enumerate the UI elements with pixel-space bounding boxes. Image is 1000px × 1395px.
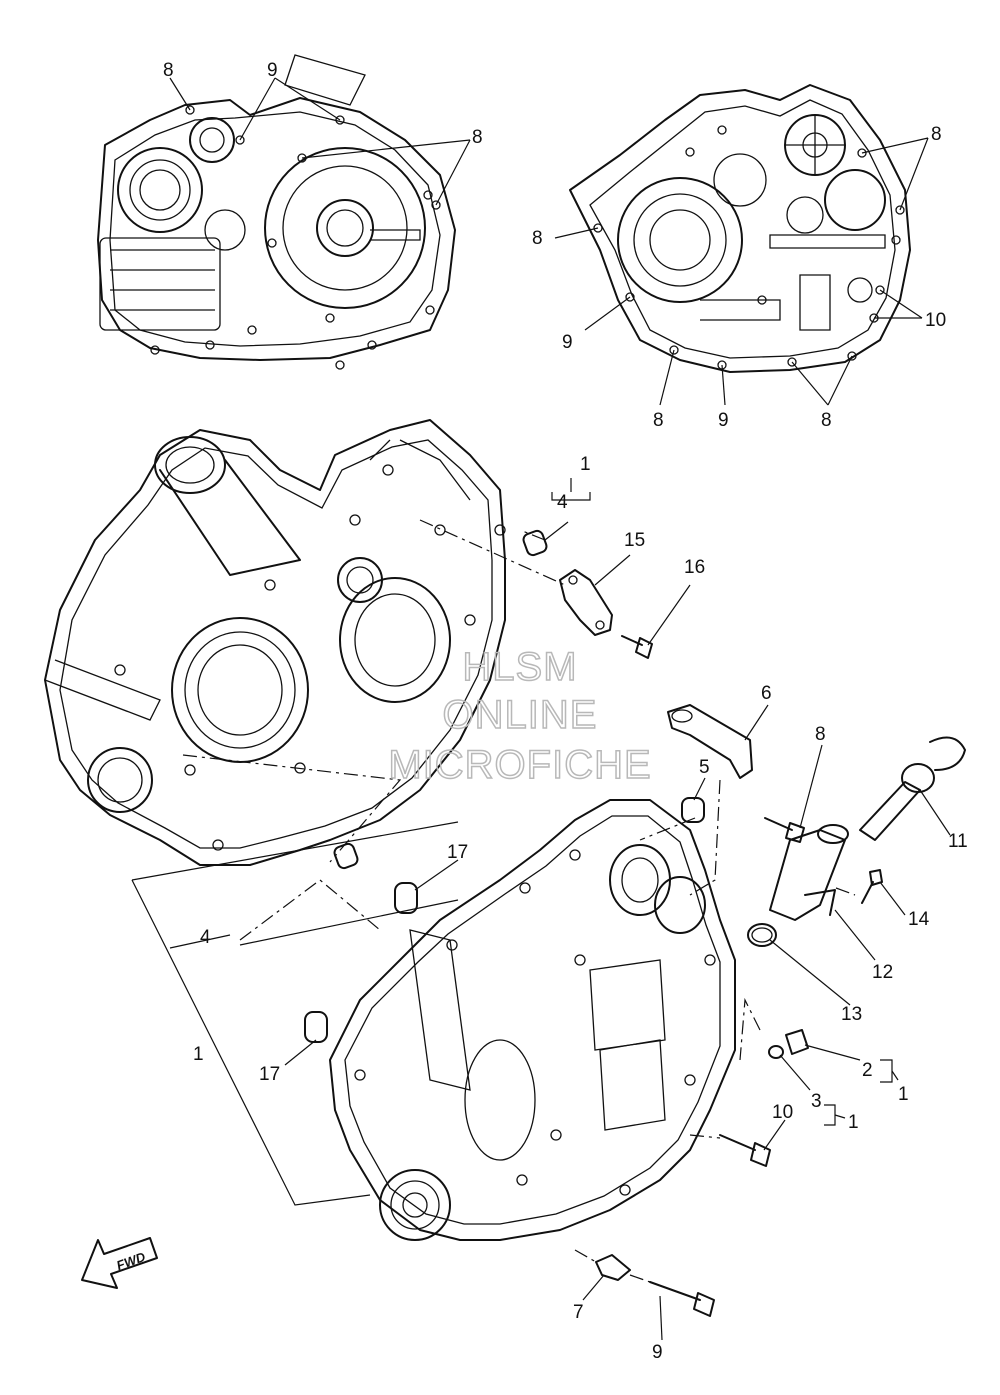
callout-14: 14 bbox=[908, 909, 930, 930]
callout-10: 10 bbox=[772, 1102, 793, 1123]
callout-2: 2 bbox=[862, 1060, 873, 1081]
callout-8: 8 bbox=[653, 410, 664, 431]
callout-17: 17 bbox=[259, 1064, 280, 1085]
callout-8: 8 bbox=[821, 410, 832, 431]
callout-9: 9 bbox=[652, 1342, 663, 1363]
collar bbox=[681, 797, 705, 823]
plate-15 bbox=[559, 569, 613, 636]
screw-14 bbox=[861, 869, 883, 904]
dowel-pin-lower bbox=[333, 842, 359, 870]
fwd-label: FWD bbox=[114, 1249, 148, 1273]
callout-8: 8 bbox=[931, 124, 942, 145]
drain-plug-2 bbox=[785, 1029, 809, 1055]
dipstick-11 bbox=[859, 736, 966, 841]
callout-8: 8 bbox=[472, 127, 483, 148]
bracket-6 bbox=[667, 704, 753, 779]
bolt-10 bbox=[719, 1134, 771, 1167]
callout-17: 17 bbox=[447, 842, 468, 863]
watermark-line-3: MICROFICHE bbox=[388, 743, 651, 787]
group-bracket-1-4-top bbox=[551, 478, 591, 501]
callout-11: 11 bbox=[948, 831, 968, 852]
callout-8: 8 bbox=[532, 228, 543, 249]
callout-4: 4 bbox=[557, 492, 568, 513]
clamp-7 bbox=[595, 1254, 631, 1281]
callout-9: 9 bbox=[718, 410, 729, 431]
callout-1: 1 bbox=[898, 1084, 909, 1105]
group-bracket-1-4-bottom bbox=[131, 821, 459, 1206]
callout-5: 5 bbox=[699, 757, 710, 778]
callout-3: 3 bbox=[811, 1091, 822, 1112]
callout-10: 10 bbox=[925, 310, 946, 331]
callout-9: 9 bbox=[267, 60, 278, 81]
callout-4: 4 bbox=[200, 927, 211, 948]
callout-7: 7 bbox=[573, 1302, 584, 1323]
callout-13: 13 bbox=[841, 1004, 862, 1025]
filler-pipe-12 bbox=[769, 824, 849, 921]
callout-6: 6 bbox=[761, 683, 772, 704]
leader-lines bbox=[169, 77, 951, 1341]
callout-labels: 8 9 8 8 8 9 10 8 9 8 1 4 15 16 6 8 5 11 … bbox=[163, 60, 968, 1363]
callout-8: 8 bbox=[163, 60, 174, 81]
callout-1: 1 bbox=[580, 454, 591, 475]
gasket-3 bbox=[768, 1045, 784, 1059]
callout-1: 1 bbox=[193, 1044, 204, 1065]
group-bracket-2-3 bbox=[824, 1059, 899, 1126]
bolt-16 bbox=[621, 635, 653, 659]
crankcase-right-inner-view bbox=[569, 84, 911, 373]
bolt-8-bracket bbox=[764, 817, 805, 843]
o-ring-13 bbox=[747, 923, 777, 947]
watermark-line-2: ONLINE bbox=[443, 693, 598, 737]
crankcase-left-inner-view bbox=[97, 54, 456, 370]
fwd-arrow-icon: FWD bbox=[81, 1237, 158, 1289]
dowel-pin-upper bbox=[522, 529, 548, 557]
callout-9: 9 bbox=[562, 332, 573, 353]
callout-8: 8 bbox=[815, 724, 826, 745]
watermark-line-1: HLSM bbox=[462, 645, 577, 689]
assembly-lines bbox=[182, 519, 856, 1283]
watermark: HLSM ONLINE MICROFICHE bbox=[388, 644, 652, 788]
dowel-17-upper bbox=[394, 882, 418, 914]
bolt-9 bbox=[649, 1281, 715, 1317]
callout-16: 16 bbox=[684, 557, 705, 578]
callout-15: 15 bbox=[624, 530, 645, 551]
crankcase-left-half bbox=[44, 419, 506, 866]
crankcase-right-half bbox=[329, 799, 736, 1241]
callout-1: 1 bbox=[848, 1112, 859, 1133]
dowel-17-lower bbox=[304, 1011, 328, 1043]
callout-12: 12 bbox=[872, 962, 893, 983]
